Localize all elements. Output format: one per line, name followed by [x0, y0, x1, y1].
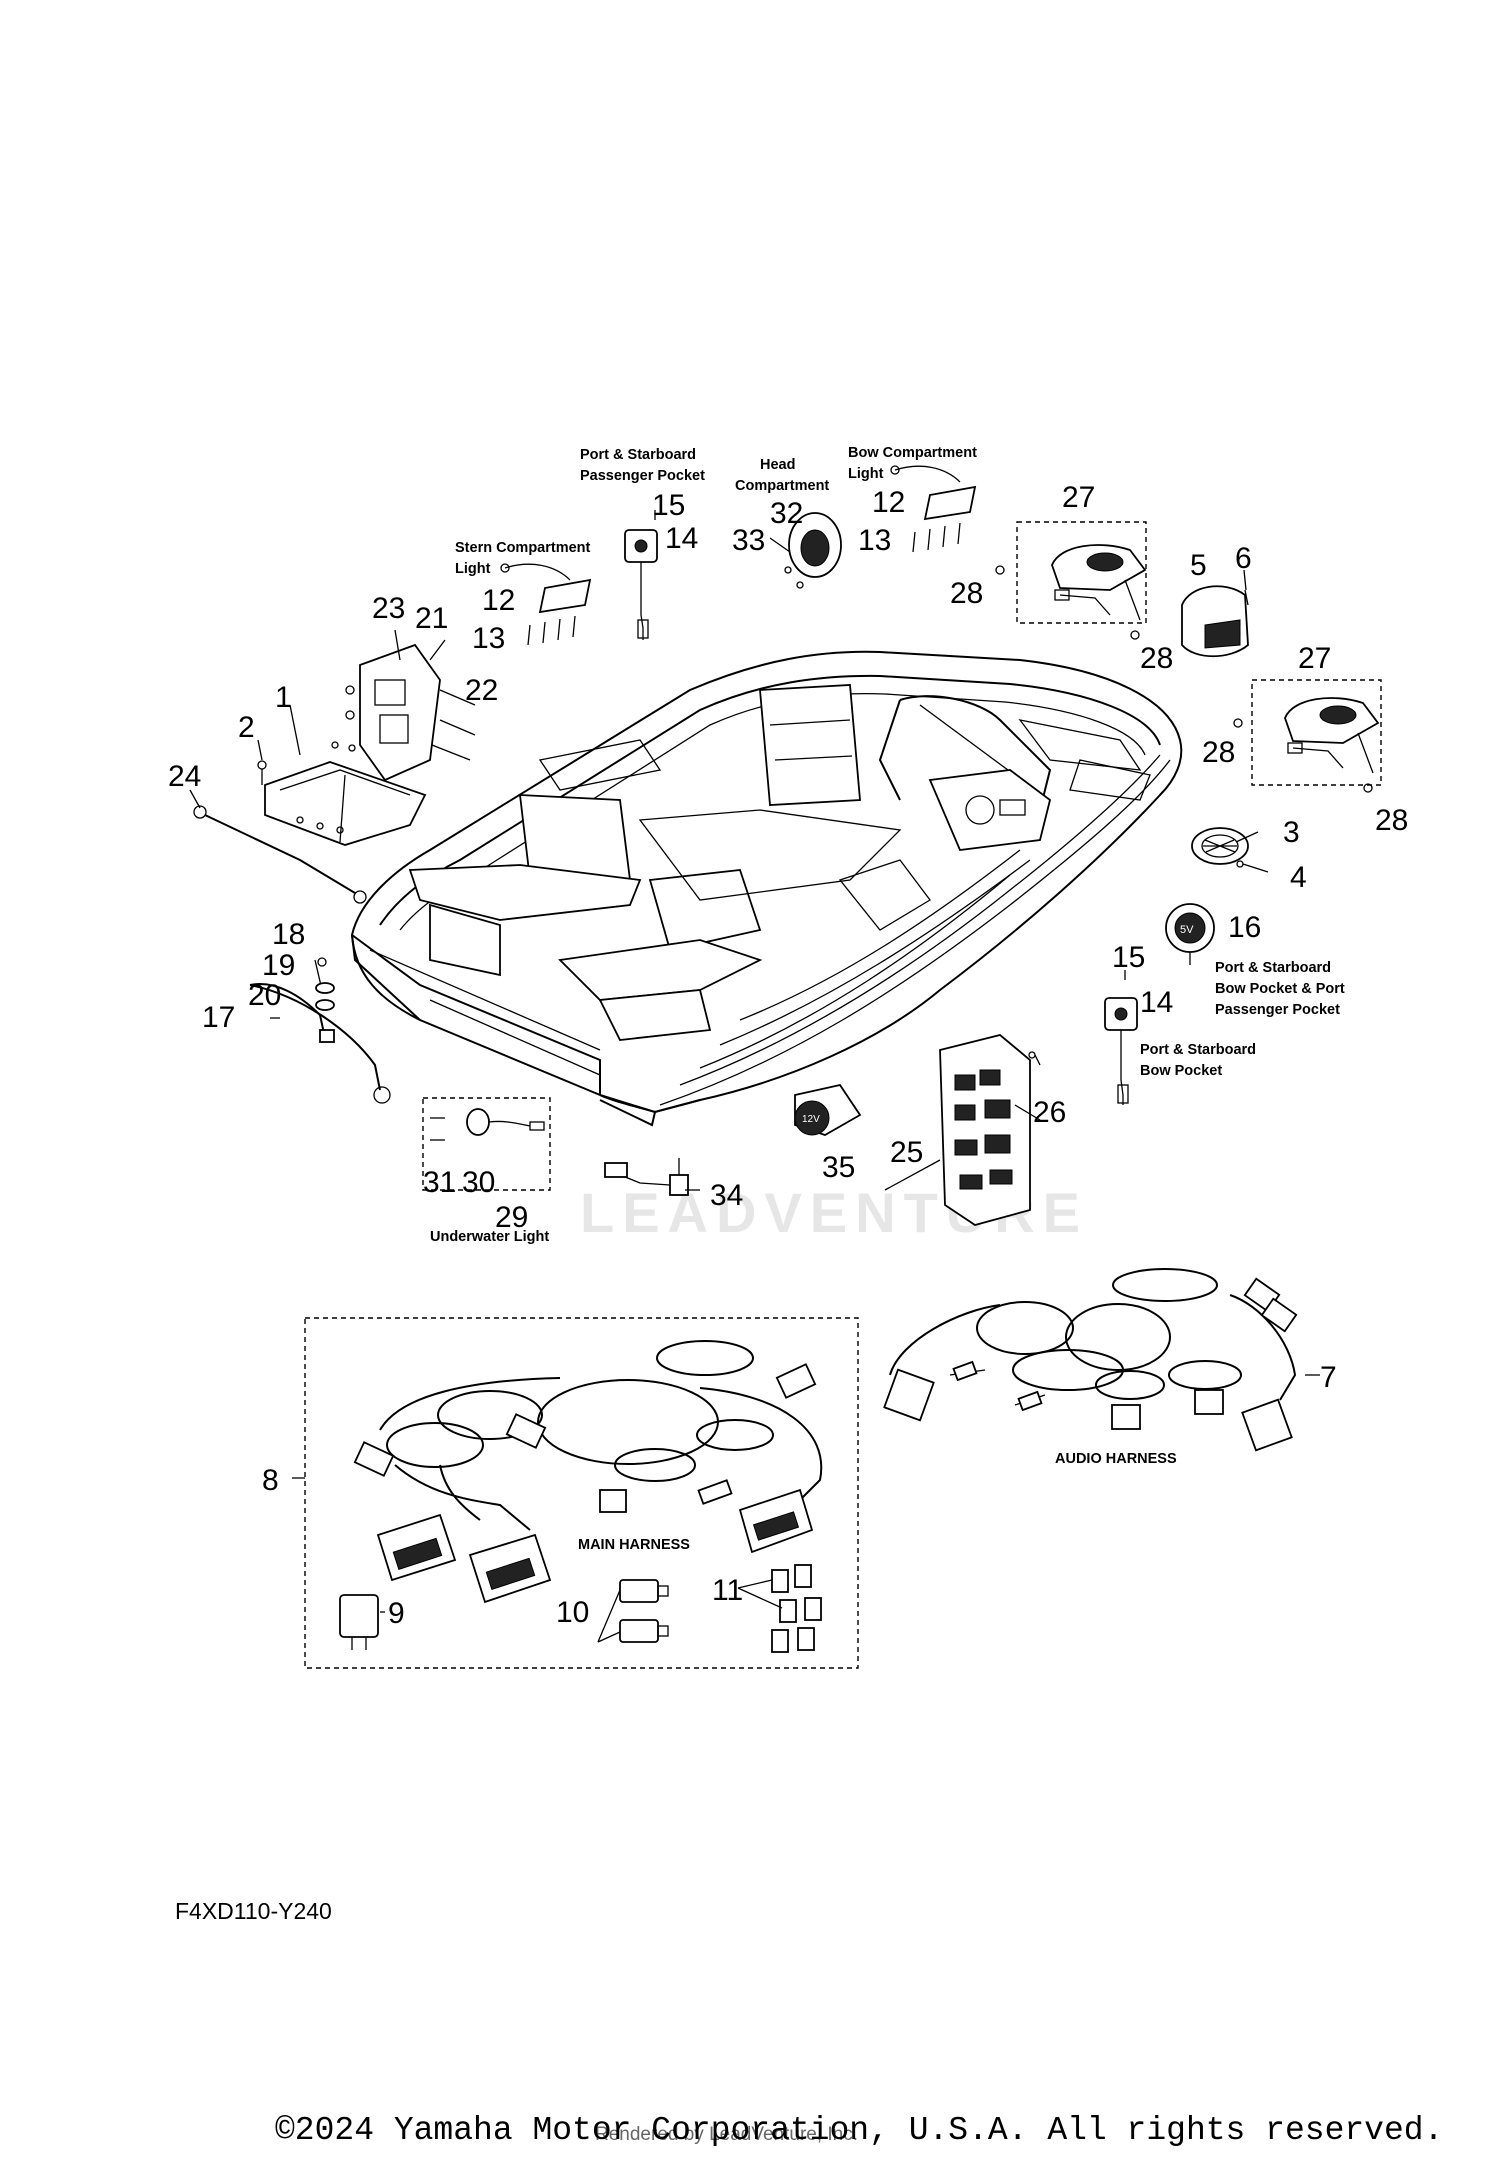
junction-block [939, 1034, 1041, 1226]
callout-28c: 28 [1202, 736, 1235, 769]
callout-1: 1 [275, 681, 292, 714]
vent-grille [1191, 827, 1249, 868]
callout-27a: 27 [1062, 481, 1095, 514]
outlet-badge: 12V [802, 1114, 820, 1125]
callout-19: 19 [262, 949, 295, 982]
captions: Port & Starboard Passenger Pocket Head C… [430, 445, 1345, 1553]
label-underwater-light: Underwater Light [430, 1229, 549, 1245]
label-stern-light-1: Stern Compartment [455, 540, 591, 556]
callout-12b: 12 [872, 486, 905, 519]
label-bow-passenger-2: Bow Pocket & Port [1215, 981, 1345, 997]
callout-34: 34 [710, 1179, 743, 1212]
label-bow-pocket-1: Port & Starboard [1140, 1042, 1256, 1058]
callout-5: 5 [1190, 549, 1207, 582]
callout-12a: 12 [482, 584, 515, 617]
callout-4: 4 [1290, 861, 1307, 894]
main-harness [304, 1317, 859, 1669]
callout-30: 30 [462, 1166, 495, 1199]
callout-28d: 28 [1375, 804, 1408, 837]
label-bow-passenger-3: Passenger Pocket [1215, 1002, 1340, 1018]
label-bow-pocket-2: Bow Pocket [1140, 1063, 1222, 1079]
callout-28a: 28 [950, 577, 983, 610]
callout-3: 3 [1283, 816, 1300, 849]
label-stern-light-2: Light [455, 561, 491, 577]
label-passenger-pocket-1: Port & Starboard [580, 447, 696, 463]
stern-compartment-light [500, 563, 592, 646]
12v-outlet: 12V [794, 1083, 862, 1136]
label-head-1: Head [760, 457, 795, 473]
label-audio-harness: AUDIO HARNESS [1055, 1451, 1177, 1467]
head-compartment-speaker [784, 512, 842, 589]
battery-tray [257, 741, 427, 846]
callout-13a: 13 [472, 622, 505, 655]
usb-switch-bow-pocket [1104, 970, 1138, 1105]
callout-35: 35 [822, 1151, 855, 1184]
callout-22: 22 [465, 674, 498, 707]
callout-9: 9 [388, 1597, 405, 1630]
leader-lines [270, 537, 1320, 1643]
callout-28b: 28 [1140, 642, 1173, 675]
callout-15a: 15 [652, 489, 685, 522]
ground-cable [249, 957, 391, 1104]
callout-24: 24 [168, 760, 201, 793]
label-passenger-pocket-2: Passenger Pocket [580, 468, 705, 484]
usb-badge: 5V [1180, 924, 1194, 936]
callout-2: 2 [238, 711, 255, 744]
diagram-code: F4XD110-Y240 [175, 1898, 332, 1924]
callout-11: 11 [712, 1574, 743, 1607]
callout-25: 25 [890, 1136, 923, 1169]
copyright: ©2024 Yamaha Motor Corporation, U.S.A. A… [275, 2112, 1444, 2149]
callout-29: 29 [495, 1201, 528, 1234]
callout-8: 8 [262, 1464, 279, 1497]
callout-21: 21 [415, 602, 448, 635]
callout-14a: 14 [665, 522, 698, 555]
callout-26: 26 [1033, 1096, 1066, 1129]
callout-27b: 27 [1298, 642, 1331, 675]
callout-17: 17 [202, 1001, 235, 1034]
bow-compartment-light [890, 465, 977, 553]
callout-20: 20 [248, 979, 281, 1012]
callout-32: 32 [770, 497, 803, 530]
speaker-pod-lower [1233, 697, 1380, 793]
temperature-sensor [604, 1158, 689, 1196]
callout-13b: 13 [858, 524, 891, 557]
audio-harness [883, 1268, 1298, 1452]
battery-cable [193, 805, 367, 904]
speaker-pod-upper [995, 544, 1147, 640]
horn-cover [1181, 569, 1249, 658]
callout-10: 10 [556, 1596, 589, 1629]
label-bow-light-1: Bow Compartment [848, 445, 977, 461]
callout-15b: 15 [1112, 941, 1145, 974]
rendered-by: Rendered by LeadVenture, Inc. [595, 2124, 859, 2145]
callout-18: 18 [272, 918, 305, 951]
relay-bracket [345, 643, 476, 782]
callout-7: 7 [1320, 1361, 1337, 1394]
underwater-light [422, 1097, 551, 1191]
callout-numbers: 1 2 3 4 5 6 7 8 9 10 11 12 13 12 13 15 1… [168, 481, 1408, 1630]
callout-33: 33 [732, 524, 765, 557]
usb-switch-passenger-pocket [624, 510, 658, 640]
callout-6: 6 [1235, 542, 1252, 575]
label-bow-light-2: Light [848, 466, 884, 482]
usb-charger: 5V [1165, 903, 1215, 965]
callout-31: 31 [423, 1166, 456, 1199]
label-bow-passenger-1: Port & Starboard [1215, 960, 1331, 976]
boat-hull [350, 650, 1183, 1127]
callout-16: 16 [1228, 911, 1261, 944]
callout-23: 23 [372, 592, 405, 625]
callout-14b: 14 [1140, 986, 1173, 1019]
label-main-harness: MAIN HARNESS [578, 1537, 690, 1553]
label-head-2: Compartment [735, 478, 829, 494]
